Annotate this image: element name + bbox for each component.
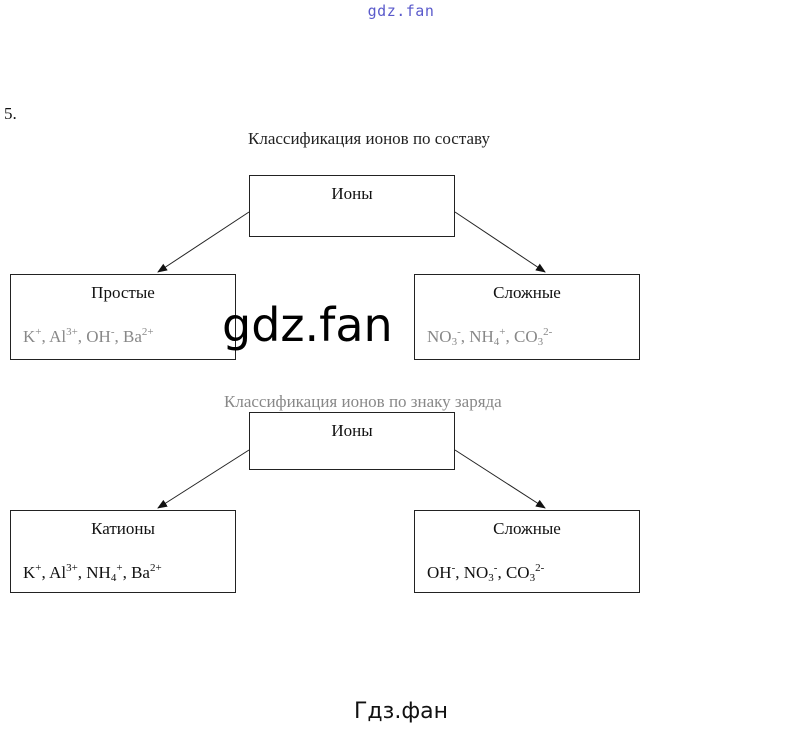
watermark-top: gdz.fan xyxy=(367,2,435,20)
ion-formula: OH- xyxy=(427,562,456,583)
diagram1-root-label: Ионы xyxy=(331,184,373,203)
diagram2-root-label: Ионы xyxy=(331,421,373,440)
diagram1-right-label: Сложные xyxy=(493,283,561,302)
diagram2-left-box: Катионы K+, Al3+, NH4+, Ba2+ xyxy=(10,510,236,593)
diagram1-left-ions: K+, Al3+, OH-, Ba2+ xyxy=(23,326,154,347)
watermark-middle: gdz.fan xyxy=(222,298,393,352)
diagram2-right-ions: OH-, NO3-, CO32- xyxy=(427,562,545,584)
ion-formula: K+ xyxy=(23,326,42,347)
diagram1-right-ions: NO3-, NH4+, CO32- xyxy=(427,326,553,348)
ion-formula: Ba2+ xyxy=(131,562,162,583)
ion-formula: OH- xyxy=(86,326,115,347)
diagram2-right-label: Сложные xyxy=(493,519,561,538)
arrow-1-left xyxy=(157,211,250,273)
watermark-bottom: Гдз.фан xyxy=(354,699,448,724)
diagram1-left-label: Простые xyxy=(91,283,155,302)
diagram1-title: Классификация ионов по составу xyxy=(248,129,490,148)
ion-formula: NH4+ xyxy=(86,562,123,584)
ion-formula: NO3- xyxy=(463,562,498,584)
arrow-2-right xyxy=(454,449,546,509)
diagram2-title: Классификация ионов по знаку заряда xyxy=(224,392,502,411)
task-number: 5. xyxy=(4,104,17,123)
arrow-1-right xyxy=(454,211,546,273)
diagram1-right-box: Сложные NO3-, NH4+, CO32- xyxy=(414,274,640,360)
diagram2-left-label: Катионы xyxy=(91,519,155,538)
diagram2-root-box: Ионы xyxy=(249,412,455,470)
ion-formula: CO32- xyxy=(514,326,553,348)
diagram1-left-box: Простые K+, Al3+, OH-, Ba2+ xyxy=(10,274,236,360)
ion-formula: Al3+ xyxy=(49,562,78,583)
ion-formula: Al3+ xyxy=(49,326,78,347)
ion-formula: K+ xyxy=(23,562,42,583)
diagram2-right-box: Сложные OH-, NO3-, CO32- xyxy=(414,510,640,593)
ion-formula: NH4+ xyxy=(469,326,506,348)
diagram2-left-ions: K+, Al3+, NH4+, Ba2+ xyxy=(23,562,162,584)
arrow-2-left xyxy=(157,449,250,509)
ion-formula: NO3- xyxy=(427,326,461,348)
ion-formula: CO32- xyxy=(505,562,545,584)
diagram1-root-box: Ионы xyxy=(249,175,455,237)
ion-formula: Ba2+ xyxy=(123,326,154,347)
